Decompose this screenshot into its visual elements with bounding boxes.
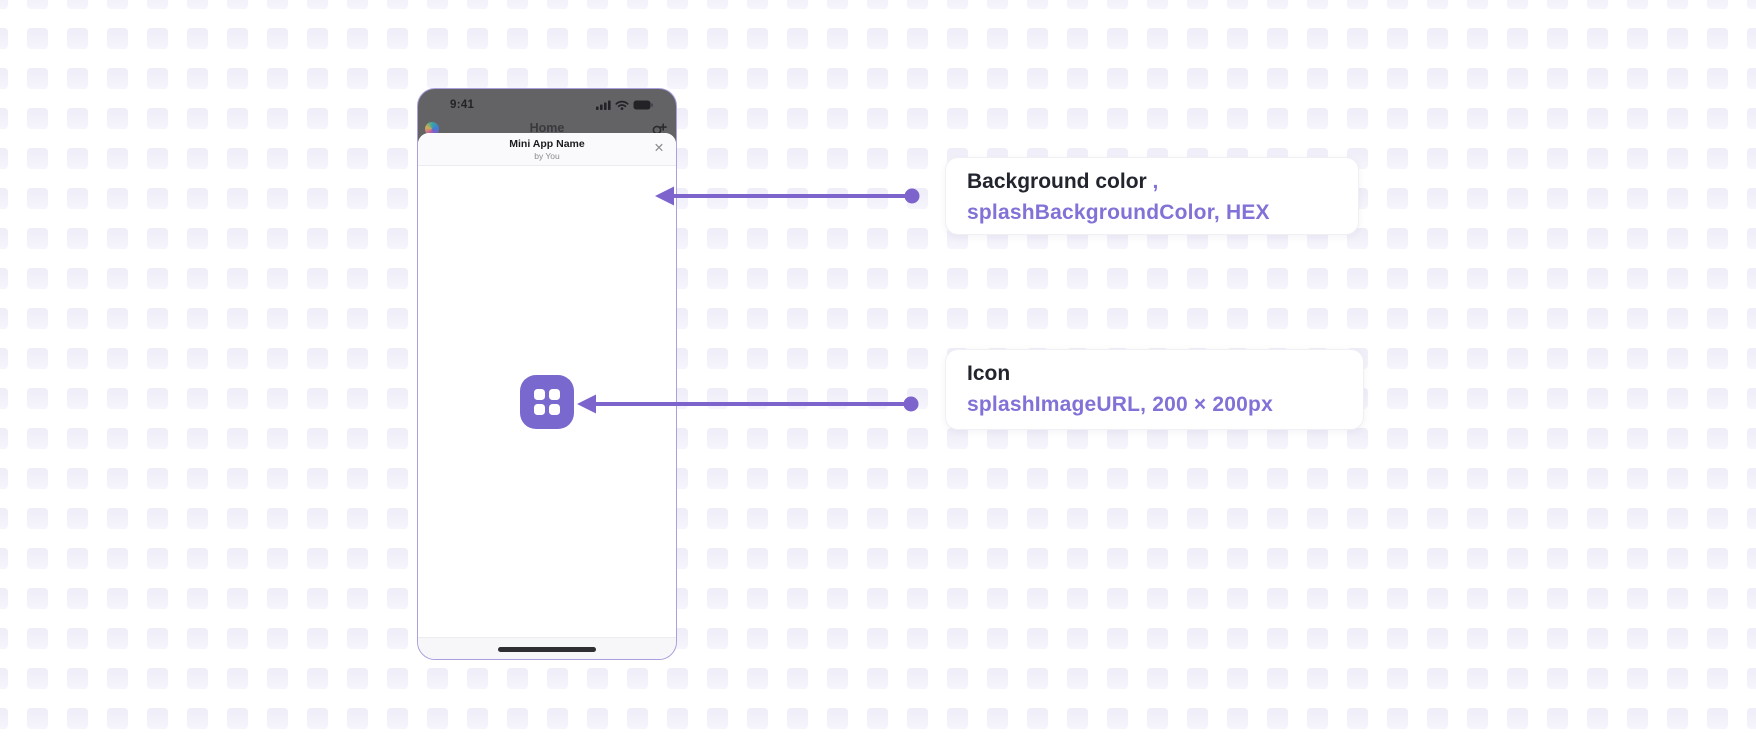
phone-mockup: 9:41 Home: [417, 88, 677, 660]
home-indicator-bar: [498, 647, 596, 652]
callout-title: Icon: [967, 362, 1011, 385]
close-button[interactable]: ✕: [651, 140, 667, 156]
mini-app-byline: by You: [534, 151, 560, 161]
annotation-arrow-icon: [577, 394, 919, 414]
callout-title-line: Background color ,: [967, 166, 1337, 197]
mini-app-sheet: Mini App Name by You ✕: [418, 133, 676, 659]
status-icons: [596, 100, 653, 110]
signal-strength-icon: [596, 100, 611, 110]
status-time: 9:41: [450, 99, 475, 111]
mini-app-title: Mini App Name: [509, 138, 585, 150]
grid-dot: [534, 389, 546, 401]
home-app-avatar-icon: [425, 122, 439, 136]
phone-footer: [418, 637, 676, 659]
close-icon: ✕: [653, 141, 665, 155]
callout-separator: ,: [1146, 170, 1159, 193]
home-screen-title: Home: [529, 121, 565, 135]
grid-dot: [548, 403, 560, 415]
callout-icon: Icon splashImageURL, 200 × 200px: [945, 349, 1364, 430]
callout-title-line: Icon: [967, 358, 1342, 389]
callout-value: splashImageURL, 200 × 200px: [967, 393, 1273, 416]
callout-value: splashBackgroundColor, HEX: [967, 201, 1270, 224]
wifi-icon: [615, 100, 629, 110]
annotation-arrow-background-color: [655, 186, 920, 206]
callout-background-color: Background color , splashBackgroundColor…: [945, 157, 1359, 235]
grid-dot: [534, 403, 546, 415]
status-bar: 9:41: [418, 99, 676, 113]
grid-dot: [548, 389, 560, 401]
splash-app-grid-icon: [520, 375, 574, 429]
sheet-header: Mini App Name by You ✕: [418, 133, 676, 166]
battery-icon: [633, 100, 653, 110]
callout-title: Background color: [967, 170, 1147, 193]
